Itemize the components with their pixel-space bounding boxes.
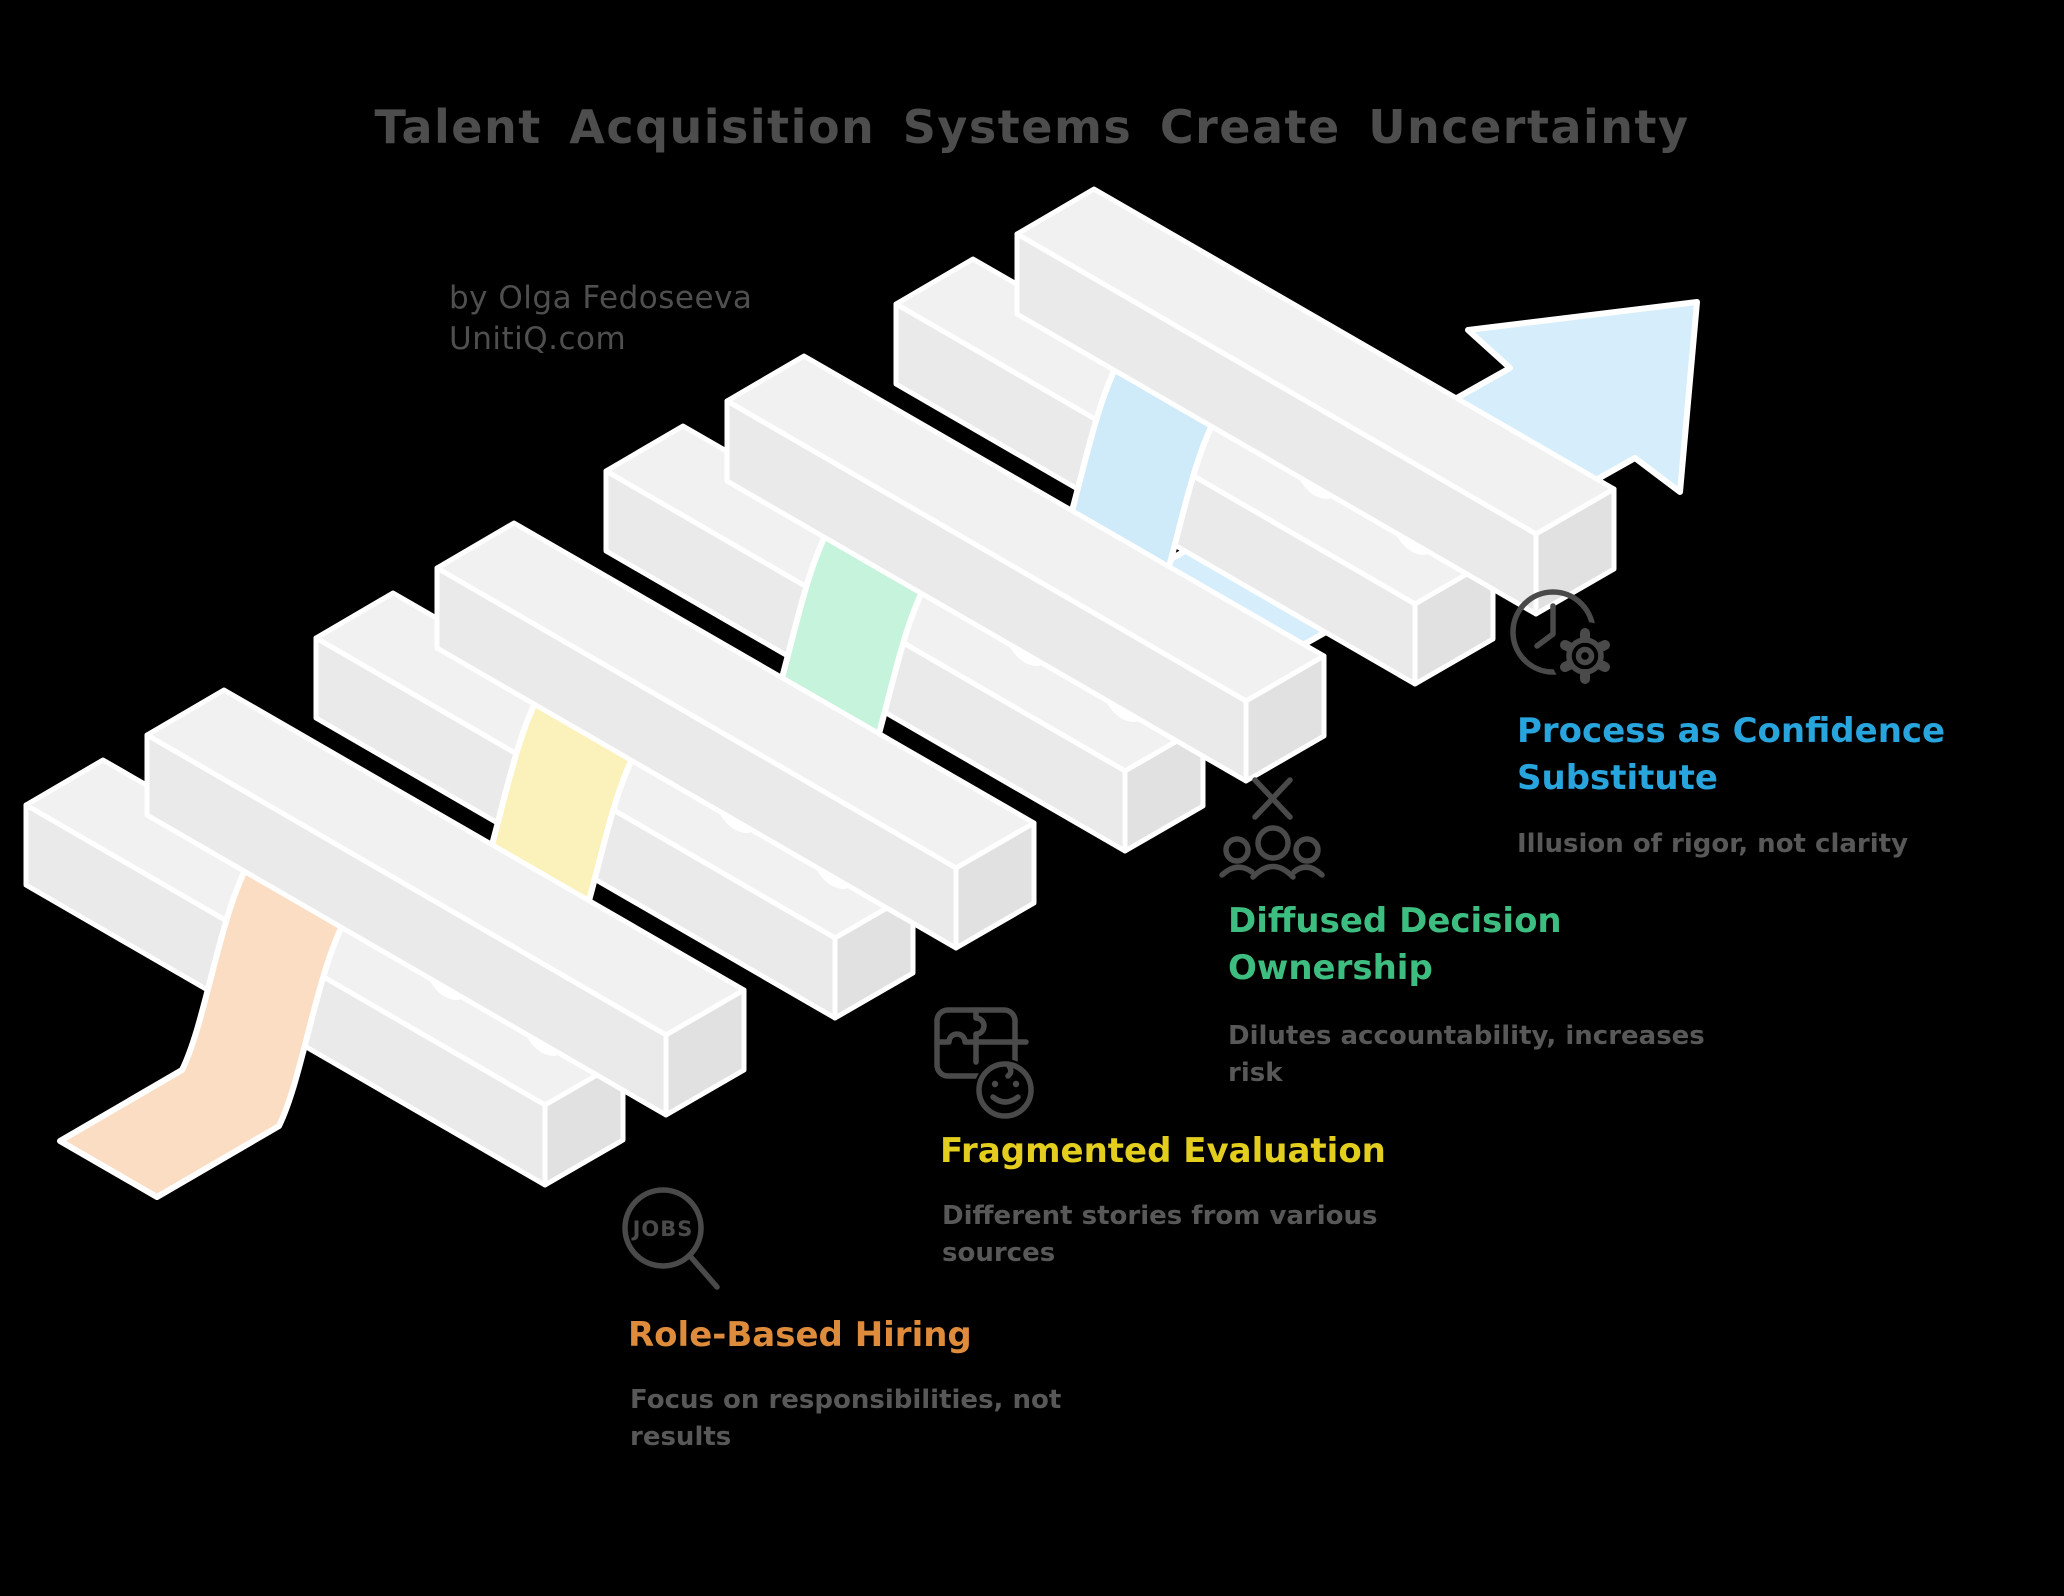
step-subtitle-fragmented-evaluation: Different stories from various sources — [942, 1198, 1378, 1272]
byline-author: by Olga Fedoseeva — [449, 280, 753, 316]
step-title-role-based-hiring: Role-Based Hiring — [628, 1315, 972, 1355]
subtitle-line: Different stories from various — [942, 1201, 1378, 1231]
clock-gear-icon — [1500, 578, 1630, 707]
title-line: Process as Confidence — [1517, 711, 1946, 751]
step-title-fragmented-evaluation: Fragmented Evaluation — [940, 1131, 1386, 1171]
subtitle-line: Dilutes accountability, increases — [1228, 1021, 1705, 1051]
step-title-diffused-decision-ownership: Diffused Decision Ownership — [1228, 898, 1562, 992]
subtitle-line: Focus on responsibilities, not — [630, 1385, 1062, 1415]
step-subtitle-role-based-hiring: Focus on responsibilities, not results — [630, 1382, 1061, 1456]
step-subtitle-process-as-confidence-substitute: Illusion of rigor, not clarity — [1517, 826, 1908, 863]
crossed-out-people-icon — [1205, 765, 1345, 894]
jobs-magnifier-icon: JOBS — [608, 1180, 738, 1309]
page-title: Talent Acquisition Systems Create Uncert… — [374, 100, 1690, 154]
subtitle-line: results — [630, 1422, 732, 1452]
subtitle-line: Illusion of rigor, not clarity — [1517, 829, 1909, 859]
subtitle-line: risk — [1228, 1058, 1283, 1088]
subtitle-line: sources — [942, 1238, 1056, 1268]
title-line: Ownership — [1228, 948, 1433, 988]
puzzle-smiley-icon — [925, 1000, 1055, 1129]
step-title-process-as-confidence-substitute: Process as Confidence Substitute — [1517, 708, 1945, 802]
jobs-icon-label: JOBS — [631, 1217, 694, 1241]
byline: by Olga Fedoseeva UnitiQ.com — [449, 278, 752, 360]
title-line: Diffused Decision — [1228, 901, 1562, 941]
step-subtitle-diffused-decision-ownership: Dilutes accountability, increases risk — [1228, 1018, 1705, 1092]
byline-site: UnitiQ.com — [449, 321, 627, 357]
title-line: Substitute — [1517, 758, 1718, 798]
